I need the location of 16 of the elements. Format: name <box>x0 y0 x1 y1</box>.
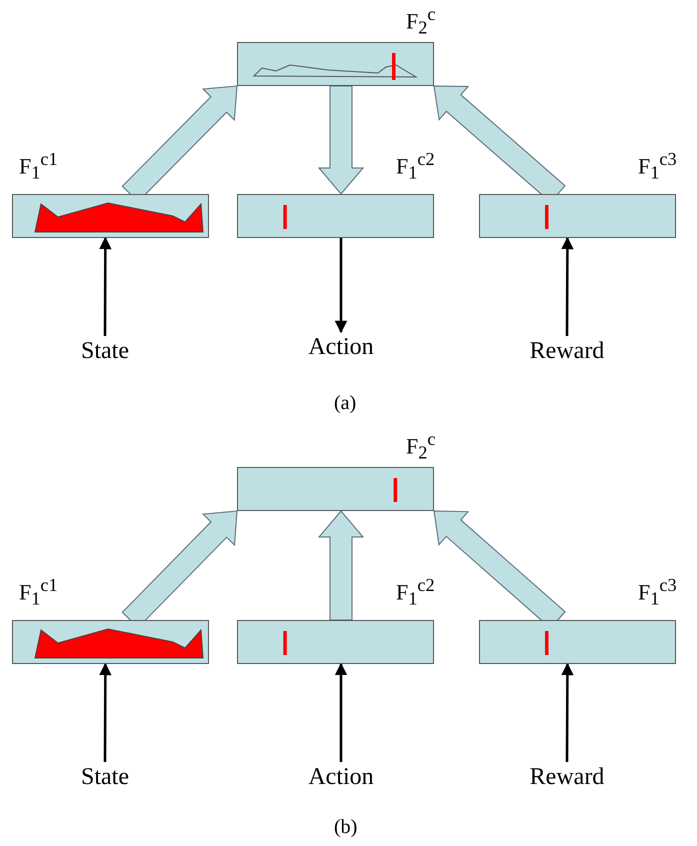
panel-label: (b) <box>334 816 358 839</box>
signal-label: Reward <box>530 338 604 364</box>
block-arrow <box>318 86 364 195</box>
signal-label: Action <box>308 764 374 790</box>
arrow <box>334 662 348 762</box>
signal-label: Reward <box>530 764 604 790</box>
arrow <box>334 238 348 334</box>
signal-label: State <box>81 338 129 364</box>
panel-label: (a) <box>334 392 356 415</box>
arrow <box>99 236 112 336</box>
signal-label: State <box>81 764 129 790</box>
signal-label: Action <box>308 334 374 360</box>
block-arrow <box>318 510 364 620</box>
arrow <box>561 662 574 762</box>
arrow <box>99 662 112 762</box>
arrow <box>561 236 574 336</box>
